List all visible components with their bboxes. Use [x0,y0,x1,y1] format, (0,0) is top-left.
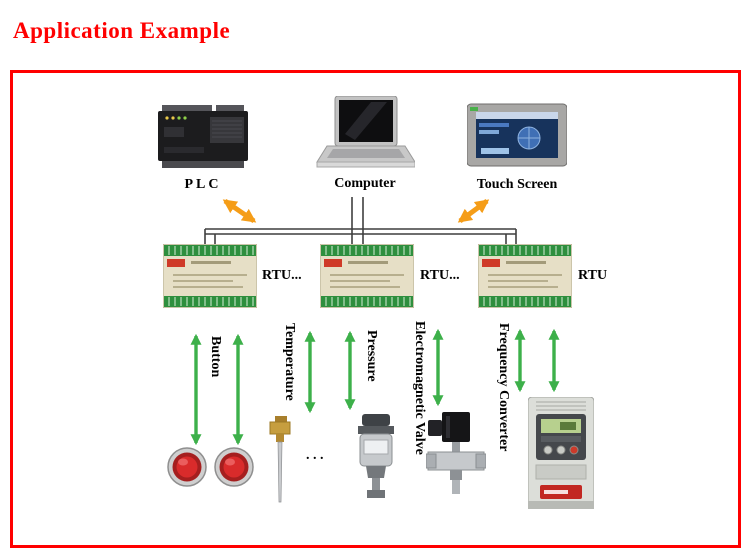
pressure-transmitter-illustration [358,414,394,498]
electromagnetic-valve-label: Electromagnetic Valve [412,321,427,455]
rtu-label-3: RTU [578,268,608,283]
pressure-label: Pressure [364,330,379,382]
push-button-device-1 [167,447,207,487]
plc-label: PLC [184,177,222,192]
frequency-converter-device [527,396,595,510]
computer-illustration [316,95,416,168]
rtu-device-2 [319,243,415,309]
button-label: Button [208,336,223,378]
plc-illustration [158,105,248,168]
frequency-converter-label: Frequency Converter [496,323,511,452]
rtu-device-3 [477,243,573,309]
rtu-label-1: RTU... [262,268,302,283]
electromagnetic-valve-illustration [425,412,487,494]
pressure-transmitter-device [352,414,400,506]
touchscreen-device [466,102,568,168]
plc-device [158,103,248,169]
touchscreen-illustration [466,103,568,167]
temperature-sensor-device [258,416,302,504]
computer-device [315,95,416,174]
diagram-frame [10,70,741,548]
push-button-illustration-1 [167,447,207,487]
orange-arrow-touchscreen [457,198,490,224]
electromagnetic-valve-device [425,412,487,500]
frequency-converter-illustration [527,396,595,510]
temperature-sensor-illustration [269,416,291,503]
orange-arrow-plc [222,198,257,224]
push-button-illustration-2 [214,447,254,487]
bus-lines [204,197,517,245]
ellipsis-label: . . . [306,448,324,463]
push-button-device-2 [214,447,254,487]
rtu-illustration-2 [319,243,415,309]
rtu-illustration-1 [162,243,258,309]
rtu-label-2: RTU... [420,268,460,283]
page-title: Application Example [13,18,231,43]
touchscreen-label: Touch Screen [476,177,558,192]
rtu-illustration-3 [477,243,573,309]
rtu-device-1 [162,243,258,309]
computer-label: Computer [334,176,396,191]
temperature-label: Temperature [282,323,297,401]
